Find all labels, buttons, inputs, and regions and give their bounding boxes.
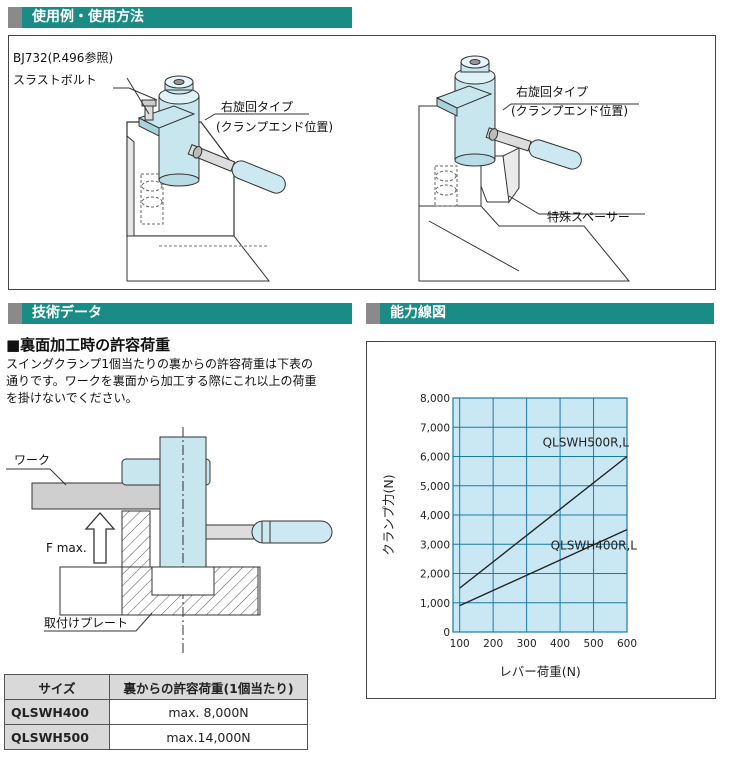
desc-line: を掛けないでください。 [6, 391, 138, 405]
y-tick-label: 1,000 [420, 598, 450, 610]
desc-line: スイングクランプ1個当たりの裏からの許容荷重は下表の [6, 357, 314, 371]
clamp-end-label-1: (クランプエンド位置) [216, 120, 334, 134]
mounting-plate-label: 取付けプレート [44, 616, 129, 630]
work-label: ワーク [14, 453, 51, 467]
y-tick-label: 0 [443, 627, 450, 639]
x-tick-label: 100 [450, 638, 470, 650]
tech-subhead: ■裏面加工時の許容荷重 [6, 336, 171, 354]
usage-section-header: 使用例・使用方法 [8, 7, 352, 28]
capacity-section-header: 能力線図 [366, 303, 714, 324]
table-row: QLSWH400 max. 8,000N [4, 699, 308, 725]
x-tick-label: 200 [483, 638, 503, 650]
size-cell: QLSWH400 [4, 699, 110, 725]
desc-line: 通りです。ワークを裏面から加工する際にこれ以上の荷重 [6, 374, 317, 388]
y-tick-label: 7,000 [420, 422, 450, 434]
clamp-end-label-2: (クランプエンド位置) [511, 104, 629, 118]
y-tick-label: 4,000 [420, 510, 450, 522]
clamp-illustration-left [113, 75, 309, 282]
y-tick-label: 3,000 [420, 539, 450, 551]
size-cell: QLSWH500 [4, 724, 110, 750]
thrust-bolt-label: スラストボルト [13, 73, 97, 87]
section-tab-marker [8, 7, 22, 28]
series-label: QLSWH500R,L [543, 436, 630, 450]
y-axis-label: クランプ力(N) [381, 474, 396, 555]
bj732-label: BJ732(P.496参照) [13, 51, 114, 65]
x-tick-label: 300 [517, 638, 537, 650]
capacity-section-title: 能力線図 [390, 305, 446, 321]
table-header-load: 裏からの許容荷重(1個当たり) [109, 674, 308, 700]
section-tab-marker [8, 303, 22, 324]
table-header-size: サイズ [4, 674, 110, 700]
series-line [459, 455, 628, 589]
allowable-load-table: サイズ 裏からの許容荷重(1個当たり) QLSWH400 max. 8,000N… [4, 674, 308, 750]
load-cell: max. 8,000N [109, 699, 308, 725]
chart-frame: 100 200 300 400 500 600 0 1,000 2,000 3,000 4,000 5… [366, 341, 716, 699]
fmax-label: F max. [46, 541, 87, 555]
usage-section-title: 使用例・使用方法 [32, 9, 144, 25]
y-tick-label: 5,000 [420, 481, 450, 493]
series-line [459, 528, 628, 607]
tech-section-title: 技術データ [32, 305, 102, 321]
y-tick-label: 8,000 [420, 393, 450, 405]
x-tick-label: 600 [617, 638, 637, 650]
y-tick-label: 2,000 [420, 569, 450, 581]
capacity-chart: 100 200 300 400 500 600 0 1,000 2,000 3,000 4,000 5… [381, 393, 638, 679]
right-turn-type-label-1: 右旋回タイプ [221, 100, 294, 114]
x-tick-label: 400 [550, 638, 570, 650]
special-spacer-label: 特殊スペーサー [547, 210, 630, 224]
table-row: QLSWH500 max.14,000N [4, 724, 308, 750]
usage-frame: BJ732(P.496参照) スラストボルト 右旋回タイプ (クランプエンド位置… [8, 35, 716, 290]
section-tab-marker [366, 303, 380, 324]
tech-description: スイングクランプ1個当たりの裏からの許容荷重は下表の 通りです。ワークを裏面から… [6, 356, 358, 407]
right-turn-type-label-2: 右旋回タイプ [516, 85, 589, 99]
y-tick-label: 6,000 [420, 452, 450, 464]
load-cell: max.14,000N [109, 724, 308, 750]
series-label: QLSWH400R,L [551, 539, 638, 553]
backside-load-diagram [6, 427, 333, 653]
tech-section-header: 技術データ [8, 303, 352, 324]
x-tick-label: 500 [584, 638, 604, 650]
clamp-illustration-right [418, 55, 645, 282]
x-axis-label: レバー荷重(N) [499, 664, 581, 679]
